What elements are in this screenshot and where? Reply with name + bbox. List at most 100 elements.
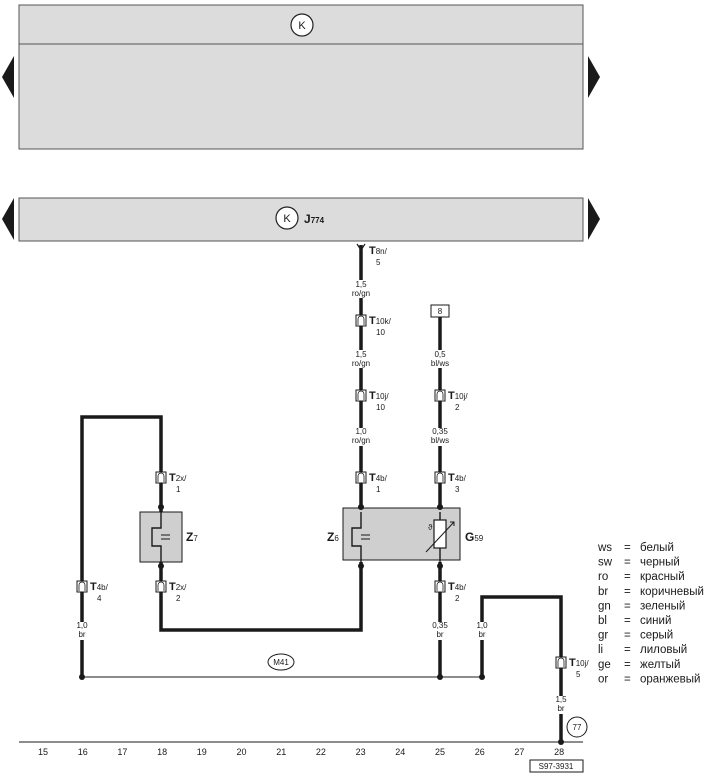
legend-code: li	[598, 644, 603, 656]
panel-next-arrow[interactable]	[588, 198, 600, 240]
wire-w6-color: br	[78, 630, 85, 639]
legend-equals: =	[624, 615, 631, 627]
legend-color-name: коричневый	[640, 586, 704, 598]
reference-box-8[interactable]: 8	[430, 304, 450, 318]
control-unit-label: J774	[304, 212, 325, 226]
legend-code: bl	[598, 615, 607, 627]
connector-t10k-pin: 10	[376, 328, 385, 337]
connector-glyphs	[76, 243, 567, 669]
legend-equals: =	[624, 600, 631, 612]
connector-t10j-2: T10j/	[448, 390, 468, 402]
top-panel-prev-arrow[interactable]	[2, 56, 14, 98]
wire-w8-size: 1,0	[476, 621, 488, 630]
panel-prev-arrow[interactable]	[2, 198, 14, 240]
junction-dots	[79, 504, 564, 745]
connector-t4b-4-pin: 4	[97, 594, 102, 603]
legend-code: ro	[598, 571, 608, 583]
legend-color-name: зеленый	[640, 600, 685, 612]
legend-color-name: желтый	[640, 659, 680, 671]
wire-w2-color: ro/gn	[352, 359, 370, 368]
legend-equals: =	[624, 586, 631, 598]
top-symbol-letter: K	[298, 20, 306, 32]
wire-w6-size: 1,0	[76, 621, 88, 630]
heater-element-icon	[151, 512, 162, 562]
connector-t4b-3-pin: 3	[455, 485, 460, 494]
legend-color-name: лиловый	[640, 644, 687, 656]
connector-t4b-2: T4b/	[448, 581, 467, 593]
connector-t4b-3: T4b/	[448, 472, 467, 484]
scale-number: 15	[38, 747, 48, 757]
scale-number: 23	[356, 747, 366, 757]
legend-color-name: черный	[640, 557, 680, 569]
component-g59-label: G59	[465, 530, 484, 544]
connector-t10j-2-pin: 2	[455, 403, 460, 412]
legend-equals: =	[624, 542, 631, 554]
connector-t4b-4: T4b/	[90, 581, 109, 593]
connector-t10j-5: T10j/	[569, 657, 589, 669]
component-z6-g59[interactable]: ϑ Z6 G59	[327, 507, 484, 562]
control-unit-symbol-letter: K	[283, 213, 291, 225]
connector-t8n-pin: 5	[376, 258, 381, 267]
top-panel-next-arrow[interactable]	[588, 56, 600, 98]
wire-w9-color: br	[557, 704, 564, 713]
legend-equals: =	[624, 673, 631, 685]
connector-t2x-1: T2x/	[169, 472, 187, 484]
scale-number: 20	[236, 747, 246, 757]
legend-color-name: красный	[640, 571, 685, 583]
scale-number: 18	[157, 747, 167, 757]
legend-equals: =	[624, 644, 631, 656]
scale-number: 28	[554, 747, 564, 757]
legend-color-name: оранжевый	[640, 673, 700, 685]
arrow-connector-icon	[356, 243, 366, 252]
legend-equals: =	[624, 571, 631, 583]
legend-equals: =	[624, 659, 631, 671]
legend-code: or	[598, 673, 608, 685]
legend-color-name: серый	[640, 630, 673, 642]
heater-element-icon	[351, 512, 362, 562]
svg-text:S97-3931: S97-3931	[539, 762, 574, 771]
component-z7-label: Z7	[186, 530, 198, 544]
legend-code: gr	[598, 630, 608, 642]
wire-w4-size: 0,5	[434, 350, 446, 359]
svg-text:8: 8	[438, 307, 443, 316]
legend-code: br	[598, 586, 608, 598]
legend-code: ge	[598, 659, 611, 671]
component-z6-label: Z6	[327, 530, 339, 544]
scale-number: 25	[435, 747, 445, 757]
wire-w4-color: bl/ws	[431, 359, 449, 368]
wire-w7-size: 0,35	[432, 621, 448, 630]
component-z7[interactable]: Z7	[139, 511, 198, 563]
legend-equals: =	[624, 630, 631, 642]
temperature-sensor-icon	[433, 519, 447, 549]
scale-number: 22	[316, 747, 326, 757]
svg-text:ϑ: ϑ	[428, 523, 433, 532]
control-unit-panel: K J774	[18, 197, 584, 242]
legend-code: gn	[598, 600, 611, 612]
ground-ref-77[interactable]: 77	[566, 716, 588, 738]
wire-w1-color: ro/gn	[352, 289, 370, 298]
connector-t8n: T8n/	[369, 245, 388, 257]
scale-number: 17	[117, 747, 127, 757]
connector-t10j-10-pin: 10	[376, 403, 385, 412]
top-panel: K	[18, 4, 584, 150]
connector-t10j-10: T10j/	[369, 390, 389, 402]
wire-w8-color: br	[478, 630, 485, 639]
wire-labels: 1,5 ro/gn 1,5 ro/gn 1,0 ro/gn 0,5 bl/ws …	[70, 280, 573, 714]
legend-equals: =	[624, 557, 631, 569]
legend-color-name: белый	[640, 542, 674, 554]
wire-w2-size: 1,5	[355, 350, 367, 359]
wire-w3-color: ro/gn	[352, 436, 370, 445]
connector-t2x-1-pin: 1	[176, 485, 181, 494]
scale-number: 26	[475, 747, 485, 757]
connector-t4b-1: T4b/	[369, 472, 388, 484]
wire-w3-size: 1,0	[355, 427, 367, 436]
ground-ref-m41[interactable]: M41	[267, 653, 295, 671]
svg-text:77: 77	[573, 723, 582, 732]
wire-w5-color: bl/ws	[431, 436, 449, 445]
scale-number: 16	[78, 747, 88, 757]
connector-t2x-2: T2x/	[169, 581, 187, 593]
control-unit-symbol	[275, 206, 299, 230]
wire-w5-size: 0,35	[432, 427, 448, 436]
wire-w7-color: br	[436, 630, 443, 639]
